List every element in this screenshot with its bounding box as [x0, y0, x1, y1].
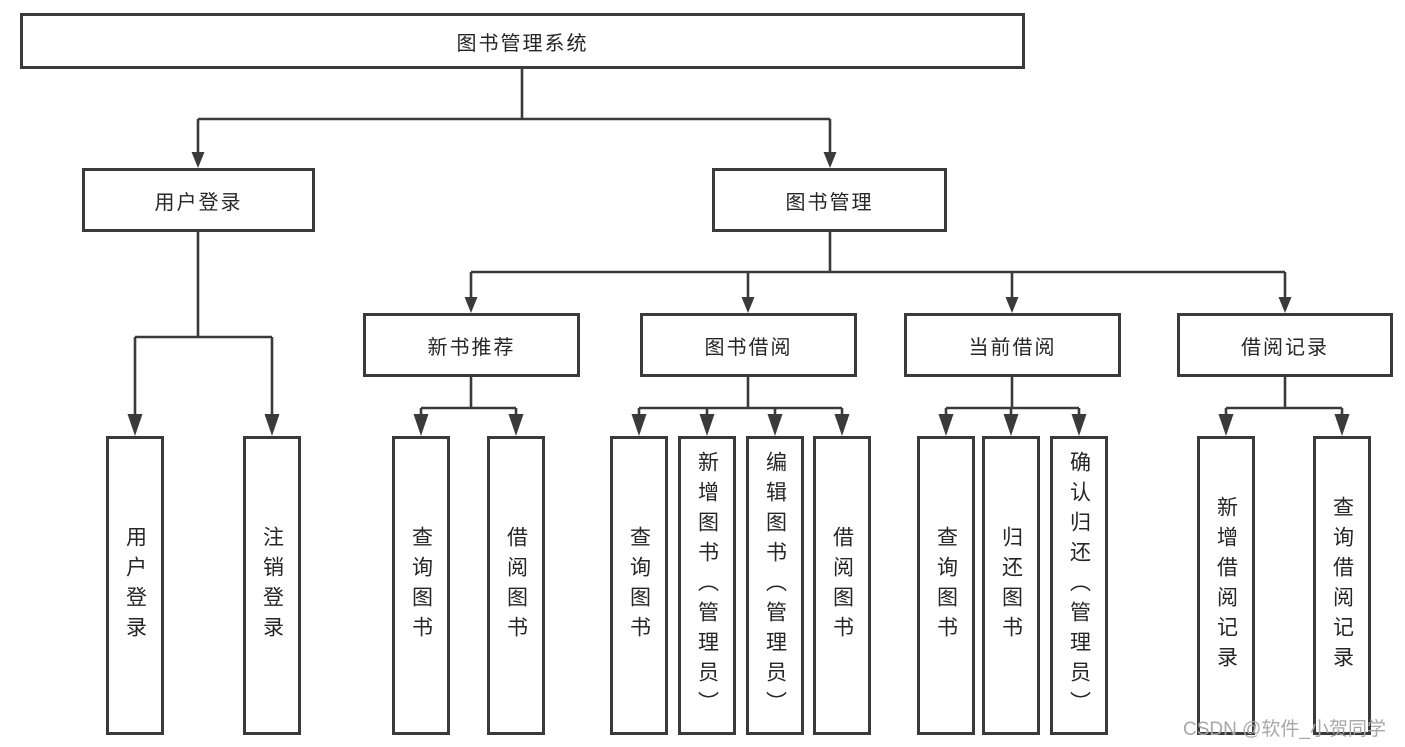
node-current-borrow: 当前借阅	[904, 313, 1121, 377]
leaf-current-return: 归还图书	[982, 436, 1040, 735]
leaf-borrow-book: 借阅图书	[813, 436, 871, 735]
leaf-records-query: 查询借阅记录	[1313, 436, 1371, 735]
leaf-newbook-borrow: 借阅图书	[487, 436, 545, 735]
node-borrow-records: 借阅记录	[1177, 313, 1393, 377]
csdn-watermark: CSDN @软件_小贺同学	[1183, 719, 1386, 740]
leaf-records-add: 新增借阅记录	[1197, 436, 1255, 735]
node-root: 图书管理系统	[20, 13, 1025, 69]
leaf-borrow-add-admin: 新增图书（管理员）	[678, 436, 736, 735]
leaf-borrow-edit-admin: 编辑图书（管理员）	[746, 436, 804, 735]
leaf-user-login: 用户登录	[106, 436, 164, 735]
leaf-logout: 注销登录	[243, 436, 301, 735]
node-book-management: 图书管理	[712, 168, 947, 232]
leaf-current-confirm-admin: 确认归还（管理员）	[1050, 436, 1108, 735]
node-book-borrow: 图书借阅	[640, 313, 857, 377]
leaf-newbook-query: 查询图书	[392, 436, 450, 735]
node-user-login: 用户登录	[82, 168, 315, 232]
node-new-book-recommend: 新书推荐	[363, 313, 580, 377]
leaf-current-query: 查询图书	[917, 436, 975, 735]
leaf-borrow-query: 查询图书	[610, 436, 668, 735]
